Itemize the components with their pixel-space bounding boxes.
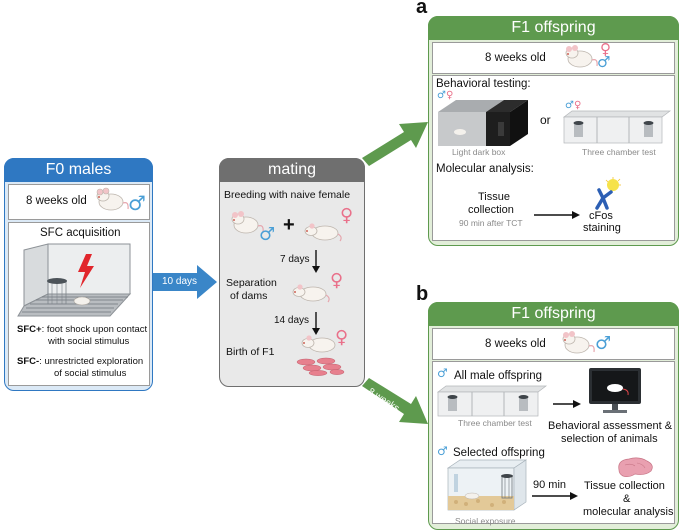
f1a-cfos-2: staining xyxy=(583,222,621,234)
sfc-minus-text2: of social stimulus xyxy=(54,368,127,379)
male-symbol-icon: ♂ xyxy=(437,366,448,380)
f1b-tissue-3: molecular analysis xyxy=(583,506,674,518)
arrow-8-weeks-up xyxy=(362,122,428,166)
sfc-plus-label: SFC+ xyxy=(17,324,42,335)
brain-icon xyxy=(618,457,653,478)
sfc-minus-label: SFC- xyxy=(17,356,40,367)
f1a-age-box xyxy=(432,42,675,74)
mouse-icon xyxy=(304,223,342,242)
arrow-down-7-days xyxy=(312,250,320,273)
three-chamber-icon xyxy=(562,110,672,144)
f1a-light-dark-label: Light dark box xyxy=(452,147,506,157)
female-symbol-icon: ♀ xyxy=(573,100,582,111)
arrow-right xyxy=(553,400,581,408)
panel-label-a: a xyxy=(416,0,428,18)
male-symbol-icon: ♂ xyxy=(565,100,574,111)
male-symbol-icon: ♂ xyxy=(437,90,446,101)
f1a-title: F1 offspring xyxy=(511,19,596,36)
female-symbol-icon: ♀ xyxy=(445,90,454,101)
f1b-tissue-1: Tissue collection xyxy=(584,480,665,492)
f1a-molecular-title: Molecular analysis: xyxy=(436,163,534,175)
arrow-10-days xyxy=(153,265,217,299)
female-symbol-icon: ♀ xyxy=(340,205,354,226)
mouse-icon xyxy=(565,45,598,68)
mating-sep-1: Separation xyxy=(226,277,277,289)
sfc-minus-text1: : unrestricted exploration xyxy=(39,356,144,367)
male-symbol-icon: ♂ xyxy=(437,444,448,458)
sex-symbols-icon: ♂♀ xyxy=(565,100,581,111)
f1b-age-box xyxy=(432,328,675,360)
f1a-tissue-1: Tissue xyxy=(478,191,510,203)
f1a-or: or xyxy=(540,113,551,127)
mating-7-days: 7 days xyxy=(280,254,310,265)
arrow-down-14-days xyxy=(312,312,320,335)
light-dark-box-icon xyxy=(438,100,528,146)
f1a-header: F1 offspring xyxy=(428,16,679,40)
f1b-selected: Selected offspring xyxy=(453,447,545,459)
f0-acq-title: SFC acquisition xyxy=(40,227,121,239)
f1a-three-chamber-label: Three chamber test xyxy=(582,147,656,157)
female-symbol-icon: ♀ xyxy=(600,40,611,58)
f1b-90-min: 90 min xyxy=(533,479,567,491)
f1b-header: F1 offspring xyxy=(428,302,679,326)
mating-panel xyxy=(219,158,365,387)
f1b-all-male: All male offspring xyxy=(454,370,542,382)
f0-males-header: F0 males xyxy=(4,158,153,182)
sex-symbols-icon: ♂♀ xyxy=(437,90,453,101)
mating-plus: + xyxy=(283,214,295,236)
f0-title: F0 males xyxy=(45,161,112,178)
f0-age-text: 8 weeks old xyxy=(26,195,87,207)
mating-breeding-text: Breeding with naive female xyxy=(224,189,351,201)
f1b-title: F1 offspring xyxy=(511,305,596,322)
male-symbol-icon: ♂ xyxy=(259,224,276,245)
female-symbol-icon: ♀ xyxy=(330,270,344,291)
arrow-right xyxy=(532,492,578,500)
f1b-three-chamber-label: Three chamber test xyxy=(458,418,532,428)
f1a-age-text: 8 weeks old xyxy=(485,52,546,64)
arrow-right xyxy=(534,211,580,219)
mating-birth-text: Birth of F1 xyxy=(226,346,275,358)
mating-sep-2: of dams xyxy=(230,290,268,302)
mouse-icon xyxy=(292,284,330,303)
mating-header: mating xyxy=(219,158,365,182)
mating-14-days: 14 days xyxy=(274,315,310,326)
three-chamber-icon xyxy=(436,385,548,417)
social-exposure-cage-icon xyxy=(446,459,528,511)
mouse-icon xyxy=(562,331,595,354)
f1b-behav-1: Behavioral assessment & xyxy=(548,420,673,432)
sfc-plus-text1: : foot shock upon contact xyxy=(41,324,148,335)
f0-age-box xyxy=(8,184,150,220)
antibody-icon xyxy=(595,177,621,210)
pups-icon xyxy=(296,357,345,376)
f1b-age-text: 8 weeks old xyxy=(485,338,546,350)
fear-conditioning-chamber-icon xyxy=(17,243,132,317)
female-symbol-icon: ♀ xyxy=(335,327,349,348)
arrow-8-weeks-down xyxy=(362,378,428,424)
mouse-icon xyxy=(231,211,264,234)
sfc-plus-line1: SFC+: foot shock upon contact xyxy=(17,324,147,335)
male-symbol-icon: ♂ xyxy=(128,191,146,215)
f1b-tissue-2: & xyxy=(623,493,631,505)
mouse-icon xyxy=(301,335,336,353)
mouse-icon xyxy=(96,187,129,211)
male-symbol-icon: ♂ xyxy=(595,333,612,354)
panel-label-b: b xyxy=(416,283,429,305)
f1a-tissue-sub: 90 min after TCT xyxy=(459,218,523,228)
f1b-behav-2: selection of animals xyxy=(561,433,658,445)
sfc-plus-text2: with social stimulus xyxy=(48,336,130,347)
f1b-social-label: Social exposure xyxy=(455,516,516,526)
sfc-minus-line1: SFC-: unrestricted exploration xyxy=(17,356,143,367)
male-symbol-icon: ♂ xyxy=(597,53,611,71)
f1a-behav-title: Behavioral testing: xyxy=(436,78,531,90)
f1a-tissue-2: collection xyxy=(468,204,514,216)
arrow-10-days-label: 10 days xyxy=(162,276,198,287)
f1a-cfos-1: cFos xyxy=(589,210,613,222)
monitor-icon xyxy=(589,368,641,413)
mating-title: mating xyxy=(267,161,317,178)
